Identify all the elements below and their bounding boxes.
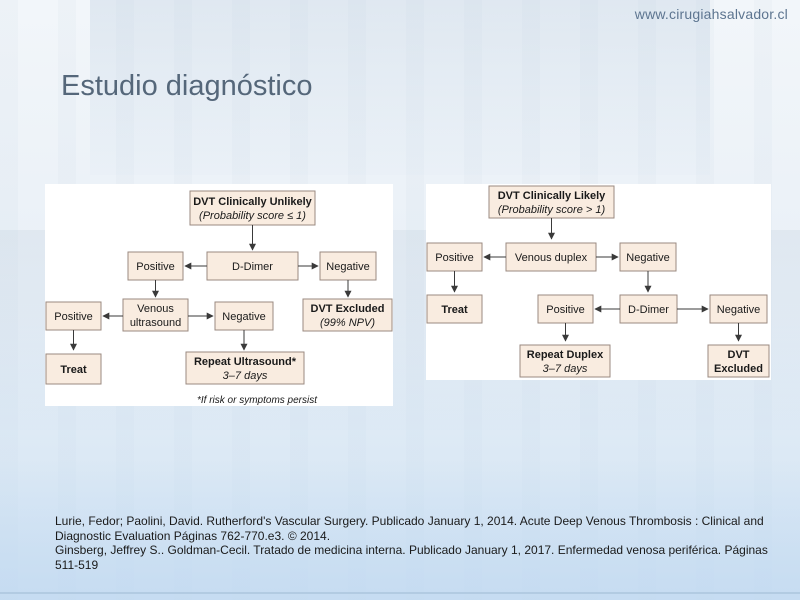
box-venous-duplex (505, 242, 597, 272)
box-ddimer (619, 294, 678, 324)
text-probability-gt1: (Probability score > 1) (498, 204, 606, 216)
box-repeat-duplex (519, 344, 611, 378)
box-positive-1 (426, 242, 483, 272)
text-ultrasound: ultrasound (130, 317, 181, 329)
text-dvt-excluded: DVT Excluded (311, 303, 385, 315)
bottom-divider (0, 592, 800, 594)
text-repeat-ultrasound: Repeat Ultrasound* (194, 356, 297, 368)
text-ddimer: D-Dimer (628, 304, 669, 316)
text-negative-1: Negative (626, 252, 669, 264)
text-venous: Venous (137, 303, 174, 315)
box-repeat-ultrasound (185, 351, 305, 385)
text-positive-1: Positive (136, 261, 175, 273)
background-building-image (90, 0, 710, 175)
text-venous-duplex: Venous duplex (515, 252, 588, 264)
box-positive-2 (45, 301, 102, 331)
site-url: www.cirugiahsalvador.cl (634, 6, 788, 22)
reference-1: Lurie, Fedor; Paolini, David. Rutherford… (55, 514, 764, 543)
text-negative-1: Negative (326, 261, 369, 273)
text-positive-2: Positive (54, 311, 93, 323)
box-dvt-unlikely (189, 190, 316, 226)
text-treat: Treat (441, 304, 468, 316)
text-dvt-unlikely: DVT Clinically Unlikely (193, 196, 312, 208)
box-positive-2 (537, 294, 594, 324)
box-dvt-excluded (707, 344, 770, 378)
box-dvt-excluded (302, 298, 393, 332)
slide-title: Estudio diagnóstico (61, 70, 313, 102)
box-treat (45, 353, 102, 385)
box-negative-2 (709, 294, 768, 324)
text-repeat-days: 3–7 days (543, 363, 588, 375)
text-excluded: Excluded (714, 363, 763, 375)
text-positive-2: Positive (546, 304, 585, 316)
box-venous-ultrasound (122, 298, 189, 332)
flowchart-likely: DVT Clinically Likely (Probability score… (426, 184, 771, 380)
text-positive-1: Positive (435, 252, 474, 264)
text-repeat-duplex: Repeat Duplex (527, 349, 604, 361)
box-negative-1 (619, 242, 677, 272)
background-bottom-glow (0, 460, 800, 600)
text-ddimer: D-Dimer (232, 261, 273, 273)
box-dvt-likely (488, 185, 615, 219)
text-negative-2: Negative (717, 304, 760, 316)
text-negative-2: Negative (222, 311, 265, 323)
box-negative-2 (214, 301, 274, 331)
text-npv: (99% NPV) (320, 317, 375, 329)
text-dvt-likely: DVT Clinically Likely (498, 190, 606, 202)
reference-2: Ginsberg, Jeffrey S.. Goldman-Cecil. Tra… (55, 543, 768, 572)
text-probability-le1: (Probability score ≤ 1) (199, 210, 306, 222)
box-treat (426, 294, 483, 324)
footnote: *If risk or symptoms persist (197, 395, 318, 406)
text-dvt: DVT (728, 349, 750, 361)
text-repeat-days: 3–7 days (223, 370, 268, 382)
references: Lurie, Fedor; Paolini, David. Rutherford… (55, 514, 785, 572)
flowchart-unlikely: DVT Clinically Unlikely (Probability sco… (45, 184, 393, 406)
text-treat: Treat (60, 364, 87, 376)
